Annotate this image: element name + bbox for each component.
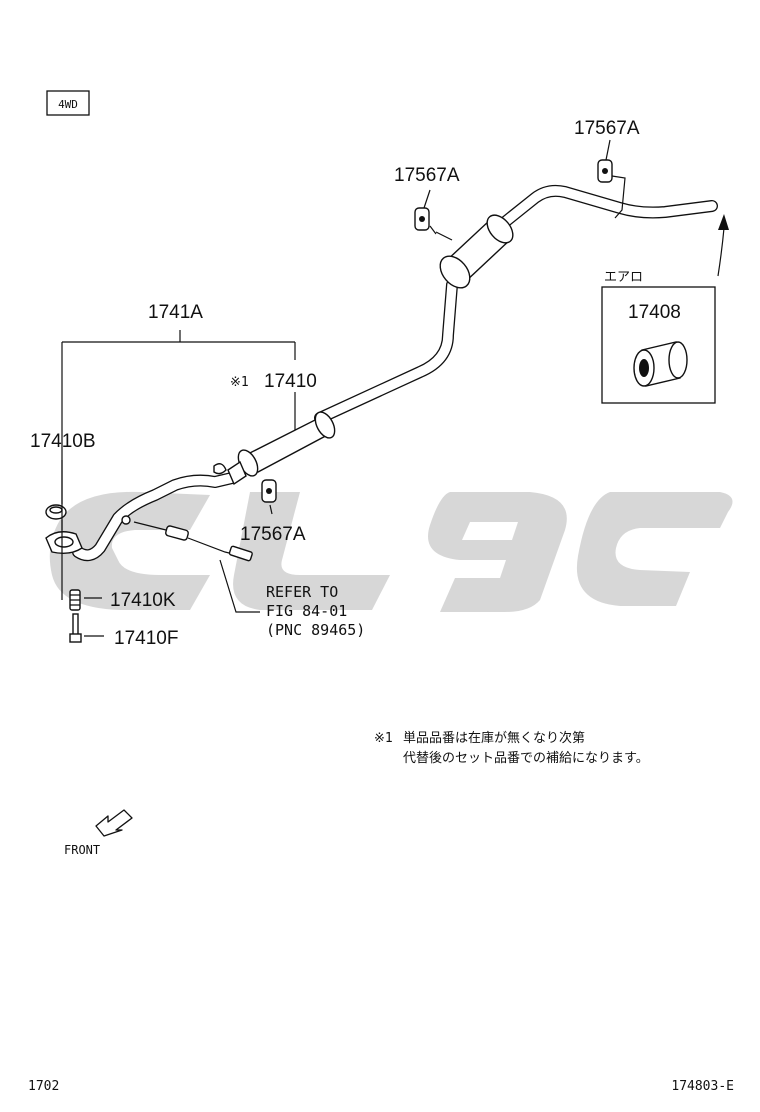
illustration-code: 174803-E xyxy=(671,1079,734,1094)
main-muffler xyxy=(435,214,514,289)
part-label-17410b[interactable]: 17410B xyxy=(30,431,96,452)
part-label-17567a-mid[interactable]: 17567A xyxy=(394,165,460,186)
exhaust-pipe xyxy=(72,184,718,562)
front-label: FRONT xyxy=(64,843,100,857)
hanger-top xyxy=(597,159,626,219)
direction-arrow-icon xyxy=(717,214,729,277)
leader-lines xyxy=(61,139,611,637)
front-arrow-icon xyxy=(95,809,133,837)
note-mark: ※1 xyxy=(374,731,393,746)
part-label-17410[interactable]: 17410 xyxy=(264,371,317,392)
note-line-2: 代替後のセット品番での補給になります。 xyxy=(403,751,649,766)
refer-line-3[interactable]: (PNC 89465) xyxy=(266,621,365,639)
hanger-mid xyxy=(414,207,437,235)
part-label-1741a[interactable]: 1741A xyxy=(148,302,203,323)
part-label-17410k[interactable]: 17410K xyxy=(110,590,176,611)
page-number: 1702 xyxy=(28,1079,59,1094)
note-line-1: 単品品番は在庫が無くなり次第 xyxy=(403,730,585,746)
refer-line-1[interactable]: REFER TO xyxy=(266,583,338,601)
4wd-badge-box xyxy=(46,90,90,116)
inset-label: エアロ xyxy=(604,270,643,285)
part-label-17567a-top[interactable]: 17567A xyxy=(574,118,640,139)
tail-pipe-finisher xyxy=(633,341,688,387)
front-flange xyxy=(45,531,83,555)
spring-17410k xyxy=(69,589,81,611)
part-label-17567a-low[interactable]: 17567A xyxy=(240,524,306,545)
refer-line-2[interactable]: FIG 84-01 xyxy=(266,602,347,620)
watermark-logo xyxy=(49,491,733,612)
bolt-17410f xyxy=(69,613,82,643)
center-muffler xyxy=(213,411,336,486)
part-label-17410f[interactable]: 17410F xyxy=(114,628,178,649)
note-mark-1: ※1 xyxy=(230,375,249,390)
part-label-17408[interactable]: 17408 xyxy=(628,302,681,323)
gasket-17410b xyxy=(45,504,67,520)
hanger-low xyxy=(261,479,277,503)
4wd-badge: 4WD xyxy=(58,98,78,111)
oxygen-sensor xyxy=(121,515,253,562)
